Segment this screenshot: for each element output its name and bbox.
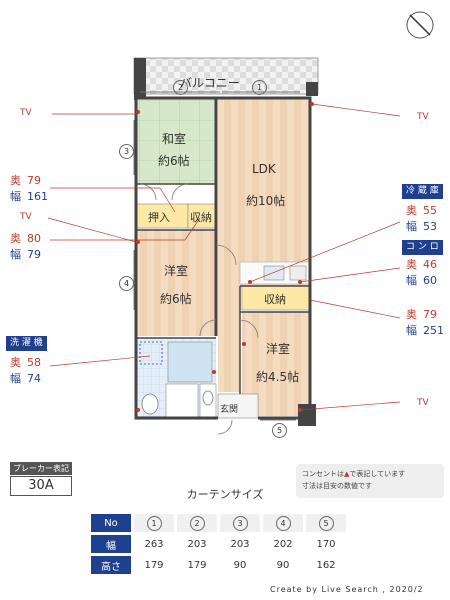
balcony-label: バルコニー <box>180 76 240 90</box>
corridor <box>218 286 240 392</box>
curtain-width: 202 <box>273 538 293 550</box>
floor-plan <box>47 11 434 435</box>
yoshitsu-1-size: 約6帖 <box>160 292 192 306</box>
shuno-1-label: 収納 <box>190 211 212 224</box>
genkan-label: 玄関 <box>220 405 239 415</box>
yoshitsu-2-size: 約4.5帖 <box>256 370 300 384</box>
curtain-height: 90 <box>276 559 290 571</box>
oshiire-area <box>135 203 189 229</box>
genkan-area <box>217 393 259 419</box>
table-row: 高さ 179 179 90 90 162 <box>91 556 346 574</box>
curtain-title: カーテンサイズ <box>186 488 264 501</box>
window-mark-5: 5 <box>272 423 287 438</box>
tv-label-washitsu: TV <box>20 108 32 118</box>
outlet-note: コンセントは▲で表記しています 寸法は目安の数値です <box>296 464 444 498</box>
balcony-area <box>133 57 319 95</box>
curtain-width: 170 <box>316 538 336 550</box>
ldk-name: LDK <box>252 162 276 176</box>
curtain-header-width: 幅 <box>91 535 131 553</box>
curtain-table: No 1 2 3 4 5 幅 263 203 203 202 170 高さ 17… <box>88 511 349 577</box>
compass-icon <box>406 11 434 39</box>
credit-text: Create by Live Search , 2020/2 <box>270 585 424 594</box>
table-row: No 1 2 3 4 5 <box>91 514 346 532</box>
curtain-width: 203 <box>230 538 250 550</box>
breaker-value: 30A <box>10 476 72 496</box>
window-mark-2: 2 <box>173 80 188 95</box>
shuno-1-area <box>187 203 217 229</box>
stove-tag: コ ン ロ <box>402 240 443 255</box>
oshiire-label: 押入 <box>148 211 170 224</box>
shuno-2-area <box>241 285 311 311</box>
washitsu-size: 約6帖 <box>158 154 190 168</box>
window-mark-1: 1 <box>252 80 267 95</box>
tv-label-ldk: TV <box>417 112 429 122</box>
washer-tag: 洗 濯 機 <box>6 336 47 351</box>
fridge-tag: 冷 蔵 庫 <box>402 184 443 199</box>
yoshitsu-2-name: 洋室 <box>266 342 291 356</box>
curtain-no: 1 <box>146 515 162 531</box>
curtain-height: 179 <box>144 559 164 571</box>
curtain-width: 263 <box>144 538 164 550</box>
shuno-2-label: 収納 <box>264 293 286 306</box>
washitsu-name: 和室 <box>162 132 187 146</box>
curtain-no: 3 <box>232 515 248 531</box>
window-mark-3: 3 <box>119 144 134 159</box>
yoshitsu-1-room <box>136 230 216 336</box>
yoshitsu-1-name: 洋室 <box>164 264 189 278</box>
curtain-header-no: No <box>91 514 131 532</box>
curtain-no: 5 <box>318 515 334 531</box>
ldk-size: 約10帖 <box>246 194 286 208</box>
breaker-title: ブレーカー表記 <box>10 462 72 475</box>
curtain-width: 203 <box>187 538 207 550</box>
curtain-no: 4 <box>275 515 291 531</box>
table-row: 幅 263 203 203 202 170 <box>91 535 346 553</box>
curtain-no: 2 <box>189 515 205 531</box>
window-mark-4: 4 <box>119 276 134 291</box>
washitsu-room <box>136 98 216 184</box>
tv-label-yoshitsu-2: TV <box>417 398 429 408</box>
curtain-height: 90 <box>233 559 247 571</box>
curtain-height: 162 <box>316 559 336 571</box>
outlet-marker-icon: ▲ <box>344 470 350 478</box>
curtain-header-height: 高さ <box>91 556 131 574</box>
tv-label-yoshitsu-1: TV <box>20 212 32 222</box>
curtain-height: 179 <box>187 559 207 571</box>
